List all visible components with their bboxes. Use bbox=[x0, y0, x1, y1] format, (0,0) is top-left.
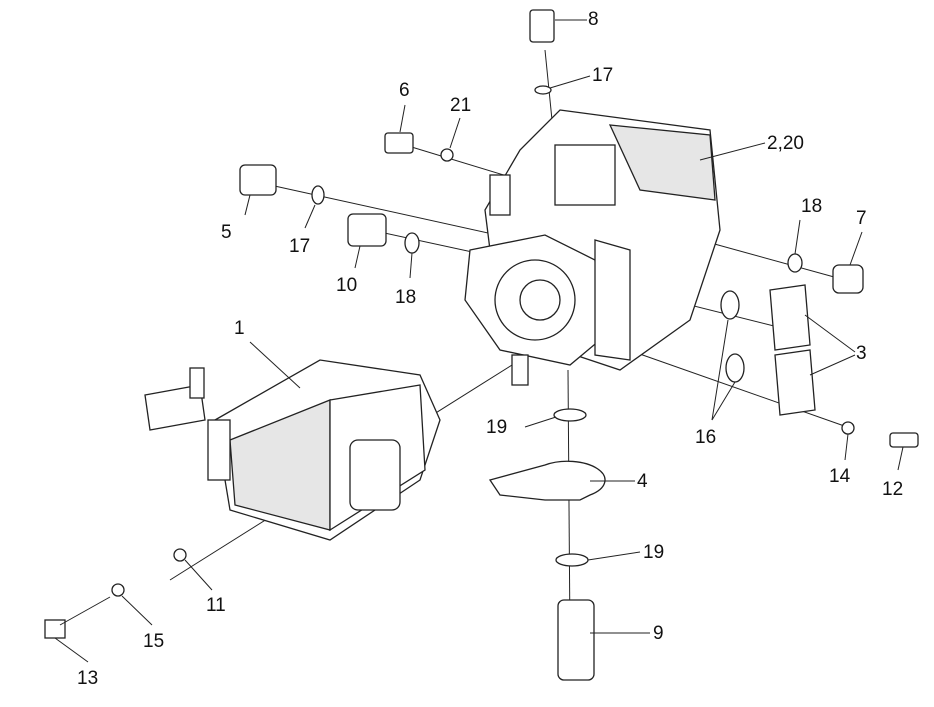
part-15 bbox=[111, 583, 125, 597]
callout-leaders bbox=[54, 19, 904, 663]
callout-4: 4 bbox=[637, 471, 648, 492]
callout-8: 8 bbox=[588, 9, 599, 30]
part-9 bbox=[557, 599, 595, 681]
callout-13: 13 bbox=[77, 668, 99, 689]
part-14 bbox=[841, 421, 855, 435]
callout-10: 10 bbox=[336, 275, 358, 296]
callout-16: 16 bbox=[695, 427, 717, 448]
part-3b bbox=[774, 349, 816, 416]
part-6 bbox=[384, 132, 414, 154]
callout-17: 17 bbox=[592, 65, 614, 86]
callout-2-20: 2,20 bbox=[767, 133, 804, 154]
callout-9: 9 bbox=[653, 623, 664, 644]
callout-21: 21 bbox=[450, 95, 472, 116]
callout-12: 12 bbox=[882, 479, 904, 500]
part-21 bbox=[440, 148, 454, 162]
part-7 bbox=[832, 264, 864, 294]
callout-11: 11 bbox=[206, 595, 226, 616]
part-17-left bbox=[311, 185, 325, 205]
part-12 bbox=[889, 432, 919, 448]
callout-18: 18 bbox=[395, 287, 417, 308]
callout-1: 1 bbox=[234, 318, 245, 339]
part-18-right bbox=[787, 253, 803, 273]
callout-5: 5 bbox=[221, 222, 232, 243]
callout-14: 14 bbox=[829, 466, 851, 487]
part-2-main-pump bbox=[464, 109, 721, 386]
part-19-bottom bbox=[555, 553, 589, 567]
part-3a bbox=[769, 284, 811, 351]
part-1-gear-pump bbox=[144, 359, 441, 541]
part-8 bbox=[529, 9, 555, 43]
part-16b bbox=[725, 353, 745, 383]
callout-19: 19 bbox=[643, 542, 665, 563]
fittings bbox=[44, 9, 919, 681]
part-10 bbox=[347, 213, 387, 247]
callout-3: 3 bbox=[856, 343, 867, 364]
callout-18: 18 bbox=[801, 196, 823, 217]
part-18-left bbox=[404, 232, 420, 254]
part-13 bbox=[44, 619, 66, 639]
callout-6: 6 bbox=[399, 80, 410, 101]
callout-19: 19 bbox=[486, 417, 508, 438]
part-4 bbox=[488, 460, 606, 501]
callout-17: 17 bbox=[289, 236, 311, 257]
callout-15: 15 bbox=[143, 631, 165, 652]
part-5 bbox=[239, 164, 277, 196]
part-11 bbox=[173, 548, 187, 562]
part-19-top bbox=[553, 408, 587, 422]
callout-7: 7 bbox=[856, 208, 867, 229]
part-16a bbox=[720, 290, 740, 320]
part-17-top bbox=[534, 85, 552, 95]
